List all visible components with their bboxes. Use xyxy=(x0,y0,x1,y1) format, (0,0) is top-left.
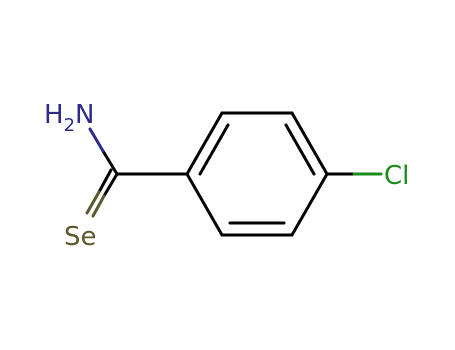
ring-bond-left-top xyxy=(185,111,224,176)
carbon-selenium-bond-outer-dark xyxy=(102,172,119,198)
selenium-label: Se xyxy=(64,222,97,252)
carbon-nitrogen-bond-dark xyxy=(101,149,119,176)
ring-inner-bond-left-top xyxy=(198,123,230,176)
chlorine-label: Cl xyxy=(384,161,409,191)
carbon-selenium-bond-inner-dark xyxy=(97,168,113,194)
amine-label: H2N xyxy=(44,100,94,136)
ring-bond-left-bottom xyxy=(185,172,224,237)
amine-subscript: 2 xyxy=(64,115,75,136)
ring-inner-bond-right-top xyxy=(284,123,316,176)
ring-bond-right-top xyxy=(290,111,329,176)
amine-hydrogen: H xyxy=(44,100,64,130)
amine-nitrogen: N xyxy=(75,100,94,130)
carbon-nitrogen-bond-colored xyxy=(88,127,105,153)
benzene-ring xyxy=(185,111,329,237)
ring-bond-right-bottom xyxy=(290,172,329,237)
carbon-selenium-bond-outer-colored xyxy=(91,194,106,218)
carbon-selenium-bond-inner-colored xyxy=(85,190,101,215)
